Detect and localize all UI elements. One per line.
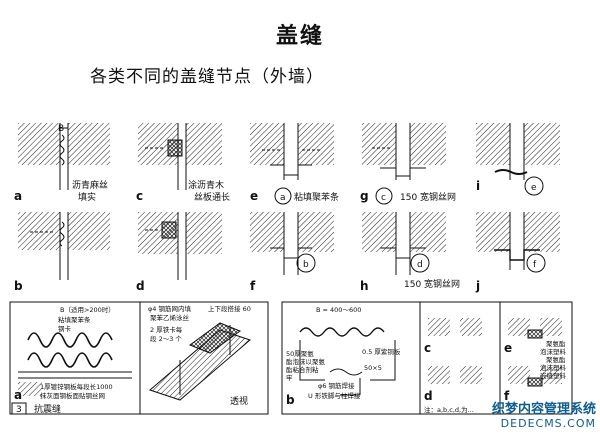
bottom-pu-seal: 聚氨酯 <box>546 339 566 348</box>
detail-b <box>18 212 110 280</box>
circle-label-d: d <box>417 260 423 270</box>
page-subtitle: 各类不同的盖缝节点（外墙） <box>90 67 324 87</box>
bottom-u-steel: U 形铁脚与柱焊接 <box>308 391 361 400</box>
circle-label-c: c <box>381 193 386 203</box>
bottom-overlap: 上下段搭接 60 <box>208 304 251 313</box>
label-g: g <box>360 189 369 203</box>
note-wood-2: 丝板通长 <box>194 191 230 203</box>
label-e: e <box>250 189 258 203</box>
label-j: j <box>475 279 480 293</box>
note-wood-1: 涂沥青木 <box>188 179 224 191</box>
note-mesh-top: 150 宽钢丝网 <box>400 191 456 203</box>
label-i: i <box>476 179 480 193</box>
circle-label-a: a <box>280 193 286 203</box>
label-h: h <box>360 279 369 293</box>
bottom-label-d: d <box>424 389 433 403</box>
watermark: 织梦内容管理系统 DEDECMS.COM <box>492 398 596 430</box>
page-title: 盖缝 <box>275 23 324 49</box>
watermark-line1: 织梦内容管理系统 <box>491 402 596 417</box>
detail-h <box>362 212 446 275</box>
bottom-pu-foam4: 牢 <box>286 373 293 382</box>
bottom-plaster: 抹灰面钢板面贴钢丝网 <box>40 391 105 400</box>
bottom-label-e: e <box>504 341 512 355</box>
bottom-pu-seal-b3: 嵌缝塑料 <box>540 371 567 380</box>
detail-e <box>250 123 334 205</box>
detail-a <box>18 123 110 190</box>
bottom-panels <box>9 301 573 415</box>
bottom-copper: 0.5 厚紫铜板 <box>362 347 401 356</box>
bottom-pe-cord: 聚苯乙烯泳丝 <box>150 313 190 322</box>
note-asphalt-2: 填实 <box>78 191 96 203</box>
bottom-plate2: 2 厚铁卡每 <box>150 325 183 334</box>
bottom-polystyrene-strip: 粘填聚苯条 <box>58 315 91 324</box>
bottom-label-f: f <box>504 389 510 403</box>
bottom-plate2b: 段 2～3 个 <box>150 334 182 343</box>
detail-f <box>250 212 334 275</box>
label-f: f <box>250 279 256 293</box>
label-a: a <box>14 189 22 203</box>
figure-number-box <box>11 402 27 415</box>
note-asphalt-1: 沥青麻丝 <box>72 179 108 191</box>
detail-j <box>476 212 560 273</box>
bottom-pu-seal-b2: 泡沫塑料 <box>540 363 567 372</box>
watermark-line2: DEDECMS.COM <box>500 417 596 430</box>
circle-label-f: f <box>533 260 537 270</box>
bottom-rebar: φ6 钢筋焊接 <box>318 381 355 390</box>
bottom-b-applicable: B（适用>200时） <box>60 305 115 314</box>
seismic-joint-title: 抗震缝 <box>34 403 61 415</box>
detail-d <box>138 212 222 280</box>
label-c: c <box>136 189 143 203</box>
bottom-label-c: c <box>424 341 431 355</box>
bottom-steel-card: 钢卡 <box>58 324 72 333</box>
label-b: b <box>14 279 23 293</box>
bottom-pu-foam2: 酯泡沫以聚氨 <box>286 357 326 366</box>
circle-label-b: b <box>303 260 309 270</box>
detail-c <box>138 123 222 190</box>
label-B: B <box>58 124 64 134</box>
label-d: d <box>136 279 145 293</box>
bottom-note-small: 注：a,b,c,d,为... <box>424 405 474 414</box>
bottom-pu-seal2: 泡沫塑料 <box>540 347 567 356</box>
note-mesh-bottom: 150 宽钢丝网 <box>404 278 460 290</box>
note-polystyrene: 粘填聚苯条 <box>294 191 339 203</box>
bottom-label-b: b <box>286 393 295 407</box>
bottom-bracket: 50×5 <box>364 364 382 372</box>
bottom-pu-foam3: 酯粘合剂粘 <box>286 365 319 374</box>
bottom-pu-foam: 50厚聚氨 <box>286 349 314 358</box>
bottom-steel-plate: 1厚镀锌钢板每段长1000 <box>40 382 113 391</box>
bottom-perspective: 透视 <box>230 395 248 407</box>
bottom-pu-seal-b: 聚氨酯 <box>546 355 566 364</box>
bottom-label-a: a <box>14 388 22 402</box>
figure-number: 3 <box>16 405 22 415</box>
bottom-b-range: B = 400～600 <box>316 306 361 314</box>
bottom-mesh-fill: φ4 钢筋网内填 <box>148 304 191 313</box>
detail-i <box>476 123 560 196</box>
detail-g <box>362 123 446 205</box>
circle-label-e: e <box>531 183 537 193</box>
